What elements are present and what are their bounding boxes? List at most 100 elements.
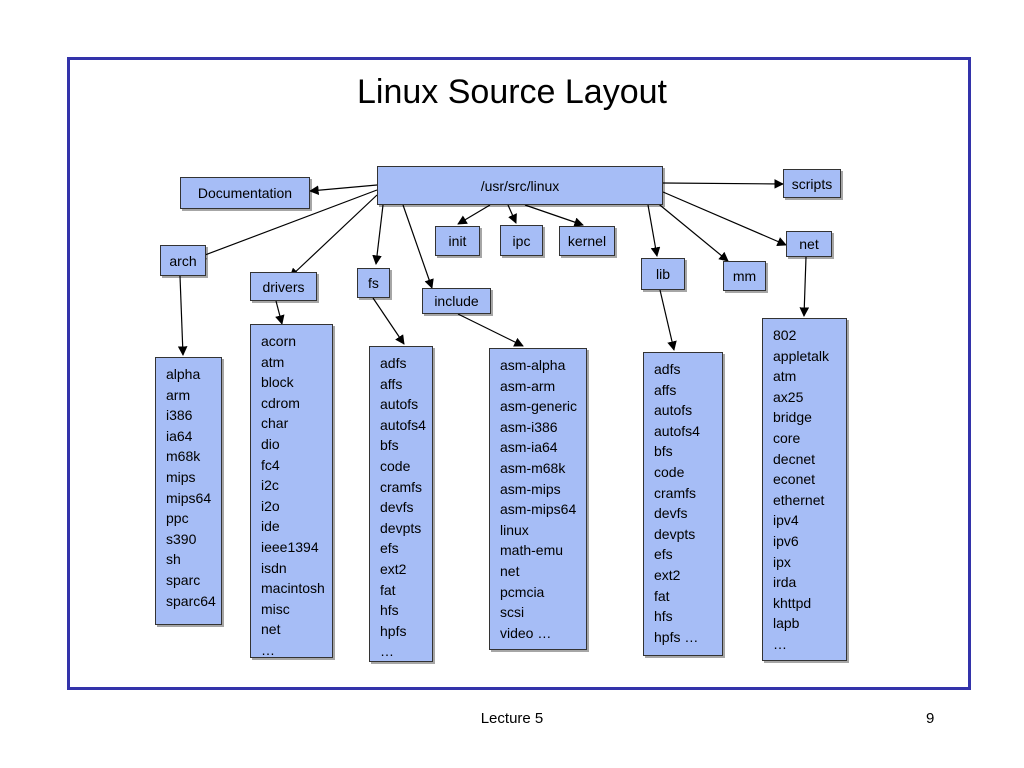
arrow-root-net: [662, 191, 787, 246]
arrow-arch-list: [177, 275, 188, 356]
list-item: pcmcia: [500, 583, 545, 600]
list-item: core: [773, 429, 801, 446]
list-item: adfs: [654, 361, 681, 377]
arrow-root-drivers: [289, 194, 378, 278]
node-arch: arch: [160, 245, 206, 276]
list-item: adfs: [380, 355, 407, 371]
list-item: sh: [166, 551, 181, 568]
node-lib: lib: [641, 258, 685, 290]
list-item: fat: [654, 587, 670, 604]
arrow-root-include: [402, 204, 434, 289]
list-item: affs: [654, 381, 677, 398]
node-init: init: [435, 226, 480, 256]
list-item: autofs4: [654, 422, 700, 439]
node-documentation: Documentation: [180, 177, 310, 209]
list-item: efs: [654, 546, 673, 563]
list-item: ext2: [380, 560, 407, 577]
list-item: dio: [261, 435, 280, 452]
list-item: asm-arm: [500, 377, 556, 394]
list-item: sparc: [166, 571, 201, 588]
list-item: ax25: [773, 388, 804, 405]
list-item: code: [654, 463, 685, 480]
list-item: …: [261, 641, 275, 658]
list-item: cdrom: [261, 394, 300, 411]
list-item: ieee1394: [261, 538, 319, 555]
node-include: include: [422, 288, 491, 314]
list-item: hpfs: [380, 622, 407, 639]
slide-frame: [67, 57, 971, 690]
list-item: autofs: [654, 402, 693, 419]
arrow-fs-list: [372, 297, 405, 345]
list-net: 802 appletalk atm ax25 bridge core decnet econe…: [762, 318, 847, 661]
node-scripts: scripts: [783, 169, 841, 198]
list-item: macintosh: [261, 580, 325, 597]
list-include: asm-alpha asm-arm asm-generic asm-i386 asm-i…: [489, 348, 587, 650]
list-item: acorn: [261, 333, 297, 349]
list-item: devpts: [380, 519, 422, 536]
list-item: hpfs …: [654, 628, 699, 645]
list-item: ppc: [166, 510, 189, 527]
list-item: i2c: [261, 477, 279, 494]
list-item: s390: [166, 530, 197, 547]
arrow-drivers-list: [275, 300, 285, 325]
list-item: cramfs: [380, 478, 422, 495]
list-item: bfs: [380, 437, 399, 454]
list-item: atm: [261, 353, 285, 370]
arrow-root-kernel: [524, 204, 584, 227]
node-net: net: [786, 231, 832, 257]
list-item: asm-alpha: [500, 357, 566, 373]
list-item: atm: [773, 368, 797, 385]
arrow-net-list: [799, 256, 810, 317]
list-item: asm-mips64: [500, 501, 577, 518]
footer-lecture: Lecture 5: [480, 710, 544, 727]
list-item: asm-ia64: [500, 439, 558, 456]
arrow-root-fs: [372, 204, 384, 265]
list-item: m68k: [166, 448, 201, 465]
list-item: ethernet: [773, 491, 825, 508]
node-ipc: ipc: [500, 225, 543, 256]
list-item: asm-mips: [500, 480, 561, 497]
list-item: lapb: [773, 615, 800, 632]
list-item: fat: [380, 581, 396, 598]
list-item: …: [380, 643, 394, 660]
list-item: khttpd: [773, 594, 812, 611]
list-item: asm-generic: [500, 398, 578, 415]
list-item: hfs: [380, 602, 399, 619]
list-item: asm-i386: [500, 418, 558, 435]
node-root: /usr/src/linux: [377, 166, 663, 205]
arrow-root-lib: [647, 204, 661, 257]
list-item: 802: [773, 327, 797, 343]
list-item: mips64: [166, 489, 212, 506]
list-item: autofs: [380, 396, 419, 413]
node-kernel: kernel: [559, 226, 615, 256]
list-item: devpts: [654, 525, 696, 542]
list-item: appletalk: [773, 347, 830, 364]
list-item: ipv6: [773, 532, 799, 549]
list-item: devfs: [380, 499, 414, 516]
arrow-root-ipc: [507, 204, 517, 224]
list-item: econet: [773, 471, 816, 488]
list-item: hfs: [654, 608, 673, 625]
list-item: bridge: [773, 409, 812, 426]
list-item: alpha: [166, 366, 201, 382]
list-item: autofs4: [380, 416, 426, 433]
list-item: ide: [261, 518, 280, 535]
list-item: asm-m68k: [500, 459, 566, 476]
list-item: net: [500, 562, 520, 579]
list-item: fc4: [261, 456, 280, 473]
list-item: linux: [500, 521, 529, 538]
list-item: i2o: [261, 497, 280, 514]
list-item: efs: [380, 540, 399, 557]
node-fs: fs: [357, 268, 390, 298]
list-item: misc: [261, 600, 290, 617]
list-item: i386: [166, 407, 193, 424]
page-number: 9: [926, 710, 935, 727]
list-item: video …: [500, 624, 552, 641]
arrow-root-init: [457, 204, 491, 225]
list-item: decnet: [773, 450, 816, 467]
